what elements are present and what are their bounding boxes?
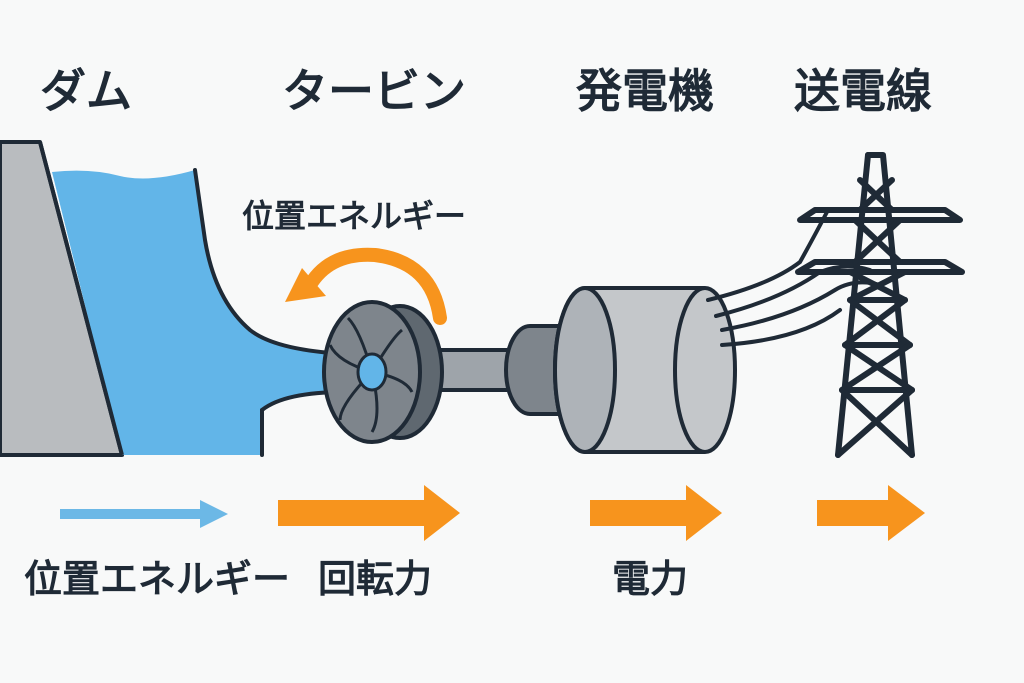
turbine-icon	[322, 300, 444, 444]
flow-label-electric: 電力	[612, 557, 689, 601]
title-dam: ダム	[40, 64, 132, 118]
generator-icon	[504, 286, 737, 454]
flow-label-potential: 位置エネルギー	[24, 557, 291, 601]
title-generator: 発電機	[576, 64, 714, 118]
flow-label-rotation: 回転力	[318, 557, 433, 601]
flow-arrow-orange-1	[278, 485, 460, 541]
flow-arrow-orange-2	[590, 485, 722, 541]
title-turbine: タービン	[282, 64, 466, 118]
flow-arrow-orange-3	[817, 485, 925, 541]
flow-arrow-blue	[60, 500, 228, 528]
turbine-energy-label: 位置エネルギー	[242, 197, 467, 235]
rotation-arrow-icon	[285, 247, 447, 325]
title-transmission: 送電線	[794, 64, 932, 118]
transmission-tower-icon	[795, 152, 965, 458]
